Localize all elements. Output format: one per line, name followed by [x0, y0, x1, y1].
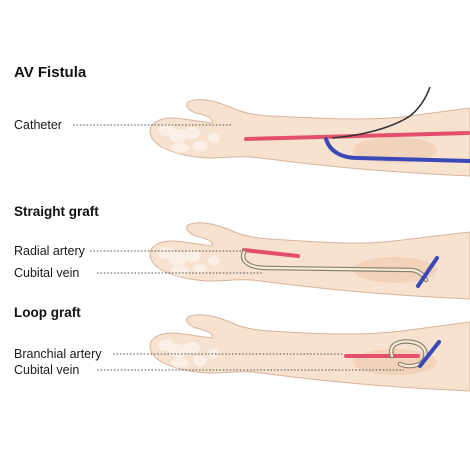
forearm-1-artery	[244, 131, 470, 141]
artery-icon	[242, 248, 300, 258]
section-title-loop-graft: Loop graft	[14, 305, 81, 320]
vein-icon	[416, 256, 439, 288]
section-straight-graft: Straight graft Radial artery Cubital v	[14, 204, 470, 300]
catheter-icon	[331, 86, 431, 139]
forearm-1-knuckles	[158, 124, 220, 153]
label-catheter: Catheter	[14, 118, 62, 132]
forearm-1	[149, 86, 470, 177]
label-radial-artery: Radial artery	[14, 244, 86, 258]
forearm-3-knuckles	[158, 339, 220, 368]
loop-graft-inner	[390, 340, 427, 368]
label-cubital-vein-1: Cubital vein	[14, 266, 79, 280]
label-cubital-vein-2: Cubital vein	[14, 363, 79, 377]
section-title-straight-graft: Straight graft	[14, 204, 99, 219]
forearm-2-knuckles	[158, 247, 220, 276]
forearm-3	[149, 314, 470, 392]
forearm-2	[149, 222, 470, 300]
section-av-fistula: AV Fistula Catheter	[14, 64, 470, 177]
section-loop-graft: Loop graft Branchial artery Cubital ve	[14, 305, 470, 392]
forearm-1-vein	[324, 137, 470, 163]
label-branchial-artery: Branchial artery	[14, 347, 102, 361]
cubital-vein	[418, 340, 441, 368]
section-title-av-fistula: AV Fistula	[14, 64, 87, 81]
